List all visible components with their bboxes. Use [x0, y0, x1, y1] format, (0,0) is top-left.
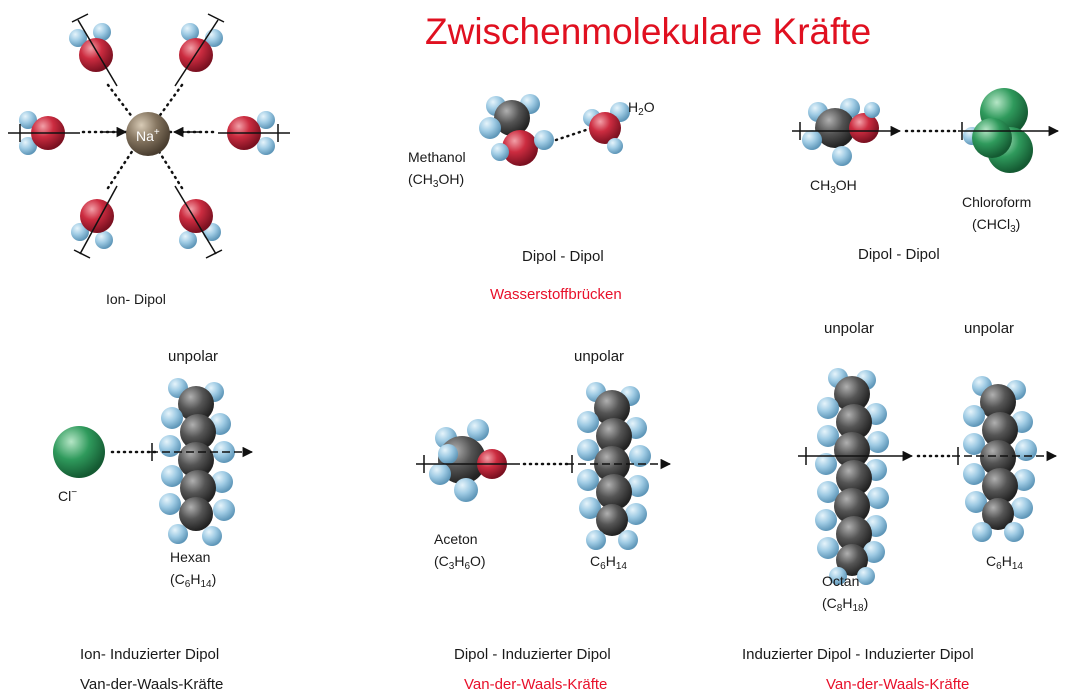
c6h14-formula-2: C6H14	[986, 553, 1023, 572]
sodium-ion	[126, 112, 170, 156]
water-molecule-top-left	[69, 13, 118, 87]
c6h14-formula: C6H14	[590, 553, 627, 572]
ion-induced-subcaption: Van-der-Waals-Kräfte	[80, 676, 224, 693]
dipol-induced-subcaption: Van-der-Waals-Kräfte	[464, 676, 608, 693]
chloride-ion	[53, 426, 105, 478]
methanol-formula-2: CH3OH	[810, 177, 857, 196]
methanol-molecule	[479, 94, 554, 166]
ion-dipol-caption: Ion- Dipol	[106, 291, 166, 307]
water-molecule-left	[8, 111, 80, 155]
water-molecule-top-right	[174, 13, 225, 87]
water-molecule	[583, 102, 630, 154]
ion-induced-panel	[53, 378, 254, 546]
octan-molecule	[815, 368, 889, 585]
c6h14-unpolar-label: unpolar	[574, 348, 625, 365]
chloroform-name: Chloroform	[962, 194, 1032, 210]
aceton-name: Aceton	[434, 531, 478, 547]
methanol-molecule-2	[802, 98, 880, 166]
methanol-name: Methanol	[408, 149, 466, 165]
water-molecule-right	[218, 111, 290, 155]
octan-name: Octan	[822, 573, 860, 589]
chloroform-formula: (CHCl3)	[972, 216, 1021, 235]
octan-formula: (C8H18)	[822, 595, 869, 614]
water-molecule-bottom-right	[174, 185, 223, 259]
aceton-molecule	[429, 419, 507, 502]
ion-induced-caption: Ion- Induzierter Dipol	[80, 646, 220, 663]
aceton-formula: (C3H6O)	[434, 553, 486, 572]
induced-induced-caption: Induzierter Dipol - Induzierter Dipol	[742, 646, 974, 663]
methanol-formula: (CH3OH)	[408, 171, 465, 190]
sodium-ion-label: Na+	[136, 127, 160, 144]
hexan-formula: (C6H14)	[170, 571, 217, 590]
hexan-unpolar-label-2: unpolar	[964, 320, 1015, 337]
water-molecule-bottom-left	[71, 185, 118, 259]
page-title: Zwischenmolekulare Kräfte	[425, 11, 872, 52]
hexan-molecule-3	[963, 376, 1037, 542]
water-formula: H2O	[628, 99, 655, 118]
hexan-name: Hexan	[170, 549, 211, 565]
methanol-chloroform-caption: Dipol - Dipol	[858, 246, 940, 263]
induced-induced-subcaption: Van-der-Waals-Kräfte	[826, 676, 970, 693]
dipol-induced-caption: Dipol - Induzierter Dipol	[454, 646, 611, 663]
dipol-induced-panel	[416, 382, 672, 550]
hexan-molecule-2	[577, 382, 651, 550]
hexan-molecule	[159, 378, 235, 546]
methanol-water-caption: Dipol - Dipol	[522, 248, 604, 265]
chloroform-molecule	[963, 88, 1033, 173]
ion-dipol-panel	[8, 13, 290, 259]
methanol-chloroform-panel	[792, 88, 1060, 173]
hexan-unpolar-label: unpolar	[168, 348, 219, 365]
octan-unpolar-label: unpolar	[824, 320, 875, 337]
methanol-water-subcaption: Wasserstoffbrücken	[490, 286, 622, 303]
methanol-water-panel	[479, 94, 630, 166]
chloride-ion-label: Cl−	[58, 487, 78, 504]
induced-induced-panel	[798, 368, 1058, 585]
